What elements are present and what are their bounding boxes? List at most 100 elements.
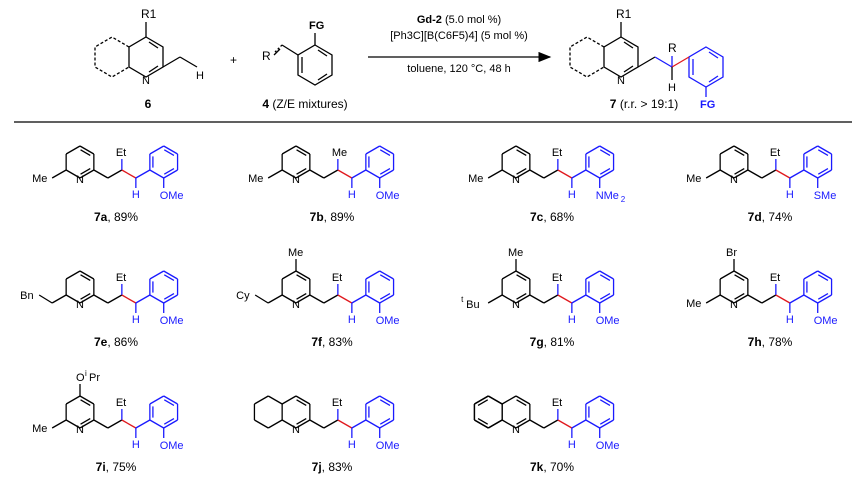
alkyl-substituent: Et <box>552 272 562 284</box>
ring-nitrogen: N <box>730 174 738 186</box>
entry-id: 7i <box>95 460 106 474</box>
entry-id: 7a <box>93 210 108 224</box>
entry-caption-7c: 7c, 68% <box>530 210 574 224</box>
reagent-6-structure <box>94 22 198 78</box>
hydrogen-label: H <box>348 314 356 326</box>
entry-id: 7f <box>311 335 322 349</box>
hydrogen-label: H <box>348 189 356 201</box>
reagent-4-fg: FG <box>309 20 324 32</box>
top-substituent: Me <box>288 247 303 259</box>
functional-group-subscript: 2 <box>621 195 626 204</box>
product-note: (r.r. > 19:1) <box>619 97 679 111</box>
functional-group: OMe <box>376 440 400 452</box>
left-substituent: Me <box>686 298 701 310</box>
entry-id: 7b <box>309 210 324 224</box>
alkyl-substituent: Et <box>552 147 562 159</box>
functional-group: OMe <box>814 315 838 327</box>
condition-catalyst: Gd-2 (5.0 mol %) <box>416 14 502 26</box>
entry-id: 7d <box>747 210 762 224</box>
reagent-4-r: R <box>262 49 271 63</box>
hydrogen-label: H <box>132 439 140 451</box>
condition-solvent: toluene, 120 °C, 48 h <box>407 63 511 75</box>
entry-yield: , 83% <box>321 335 353 349</box>
left-substituent: Bu <box>466 299 479 311</box>
entry-id: 7h <box>747 335 762 349</box>
alkyl-substituent: Et <box>770 272 780 284</box>
entry-yield: , 75% <box>105 460 137 474</box>
entry-caption-7k: 7k, 70% <box>530 460 574 474</box>
entry-id: 7e <box>93 335 108 349</box>
functional-group: SMe <box>814 190 837 202</box>
entry-caption-7h: 7h, 78% <box>748 335 793 349</box>
entry-yield: , 74% <box>761 210 793 224</box>
hydrogen-label: H <box>348 439 356 451</box>
entry-yield: , 83% <box>321 460 353 474</box>
entry-yield: , 89% <box>323 210 355 224</box>
product-h: H <box>668 82 676 94</box>
entry-yield: , 78% <box>761 335 793 349</box>
ring-nitrogen: N <box>292 299 300 311</box>
ring-nitrogen: N <box>76 424 84 436</box>
entry-caption-7i: 7i, 75% <box>96 460 137 474</box>
entry-id: 7c <box>529 210 544 224</box>
ring-nitrogen: N <box>730 299 738 311</box>
product-r1: R1 <box>616 7 632 21</box>
functional-group: OMe <box>160 190 184 202</box>
entry-yield: , 70% <box>543 460 575 474</box>
ring-nitrogen: N <box>512 174 520 186</box>
functional-group: OMe <box>160 315 184 327</box>
product-n: N <box>617 75 625 87</box>
reagent-4-structure <box>273 33 333 86</box>
left-substituent: Bn <box>20 290 33 302</box>
ring-nitrogen: N <box>76 174 84 186</box>
entry-id: 7k <box>529 460 544 474</box>
entry-caption-7f: 7f, 83% <box>311 335 352 349</box>
functional-group: NMe <box>596 190 619 202</box>
entry-caption-7a: 7a, 89% <box>94 210 138 224</box>
entry-yield: , 86% <box>107 335 139 349</box>
ring-nitrogen: N <box>76 299 84 311</box>
entry-caption-7d: 7d, 74% <box>748 210 793 224</box>
hydrogen-label: H <box>786 314 794 326</box>
plus-sign: + <box>230 53 237 67</box>
alkyl-substituent: Et <box>116 397 126 409</box>
functional-group: OMe <box>160 440 184 452</box>
functional-group: OMe <box>376 190 400 202</box>
alkyl-substituent: Et <box>116 147 126 159</box>
hydrogen-label: H <box>132 189 140 201</box>
hydrogen-label: H <box>132 314 140 326</box>
left-substituent: Me <box>686 173 701 185</box>
left-substituent: Me <box>468 173 483 185</box>
left-substituent: Me <box>248 173 263 185</box>
entry-caption-7b: 7b, 89% <box>310 210 355 224</box>
reagent-6-r1: R1 <box>141 7 157 21</box>
product-caption: 7 (r.r. > 19:1) <box>609 97 679 111</box>
hydrogen-label: H <box>568 189 576 201</box>
entry-yield: , 68% <box>543 210 575 224</box>
functional-group: OMe <box>376 315 400 327</box>
top-substituent: Br <box>726 247 737 259</box>
product-r: R <box>668 41 677 55</box>
reagent-6-caption: 6 <box>144 97 152 111</box>
ring-nitrogen: N <box>512 424 520 436</box>
functional-group: OMe <box>596 315 620 327</box>
ring-nitrogen: N <box>292 424 300 436</box>
left-substituent-prefix: t <box>461 295 464 304</box>
alkyl-substituent: Et <box>770 147 780 159</box>
top-substituent-tail: Pr <box>89 372 100 384</box>
alkyl-substituent: Me <box>332 147 347 159</box>
entry-id: 7j <box>311 460 322 474</box>
entry-caption-7j: 7j, 83% <box>312 460 353 474</box>
top-substituent: O <box>76 372 85 384</box>
product-fg: FG <box>700 99 715 111</box>
reagent-4-caption: 4 (Z/E mixtures) <box>262 97 348 111</box>
